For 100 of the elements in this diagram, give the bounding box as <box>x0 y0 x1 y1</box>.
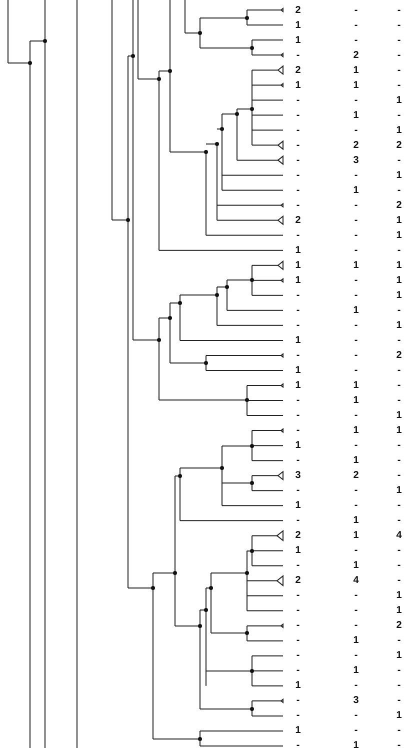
table-value: - <box>353 485 359 496</box>
table-value: - <box>295 650 301 662</box>
table-value: - <box>295 485 301 496</box>
table-value: 1 <box>352 740 360 752</box>
table-value: 1 <box>395 260 403 271</box>
table-value: - <box>396 515 402 526</box>
table-value: - <box>295 170 301 181</box>
table-value: 3 <box>352 695 360 706</box>
table-value: 1 <box>395 320 403 331</box>
table-value: 2 <box>294 64 302 76</box>
table-value: 1 <box>352 515 360 526</box>
table-value: 1 <box>294 80 302 91</box>
table-value: 3 <box>352 154 360 166</box>
table-value: 1 <box>352 80 360 91</box>
table-value: - <box>396 665 402 676</box>
table-value: - <box>396 740 402 752</box>
table-value: 2 <box>395 350 403 361</box>
table-value: - <box>396 334 402 346</box>
table-value: 1 <box>294 244 302 256</box>
table-value: - <box>396 440 402 452</box>
table-value: 1 <box>395 710 403 722</box>
table-value: 1 <box>395 650 403 662</box>
table-value: - <box>353 620 359 632</box>
table-value: 1 <box>294 274 302 286</box>
table-value: 1 <box>294 500 302 512</box>
table-value: - <box>396 110 402 121</box>
table-value: - <box>396 395 402 406</box>
table-value: - <box>353 605 359 616</box>
table-value: 1 <box>395 94 403 106</box>
table-value: - <box>396 575 402 586</box>
table-value: 2 <box>294 530 302 542</box>
table-value: - <box>353 725 359 736</box>
table-value: - <box>396 500 402 512</box>
table-value: 1 <box>352 64 360 76</box>
table-value: - <box>396 455 402 466</box>
table-value: 1 <box>294 34 302 46</box>
table-value: - <box>353 124 359 136</box>
table-value: - <box>353 545 359 556</box>
table-value: - <box>295 665 301 676</box>
table-value: 1 <box>294 380 302 391</box>
table-value: - <box>396 20 402 31</box>
table-value: 2 <box>294 214 302 226</box>
table-value: - <box>396 725 402 736</box>
table-value: - <box>396 304 402 316</box>
table-value: 2 <box>352 140 360 151</box>
table-value: 1 <box>294 545 302 556</box>
table-value: - <box>295 635 301 646</box>
table-value: - <box>396 244 402 256</box>
table-value: - <box>295 515 301 526</box>
table-value: 1 <box>395 410 403 422</box>
table-value: - <box>396 695 402 706</box>
table-value: 2 <box>294 575 302 586</box>
table-value: - <box>353 350 359 361</box>
table-value: 1 <box>352 635 360 646</box>
table-value: 2 <box>395 620 403 632</box>
table-value: - <box>353 290 359 301</box>
table-value: 1 <box>352 665 360 676</box>
table-value: - <box>396 64 402 76</box>
table-value: - <box>353 650 359 662</box>
table-value: 2 <box>352 50 360 61</box>
table-value: - <box>295 350 301 361</box>
table-value: - <box>295 320 301 331</box>
table-value: 1 <box>294 364 302 376</box>
table-value: - <box>295 455 301 466</box>
table-value: 1 <box>395 214 403 226</box>
table-value: - <box>396 680 402 692</box>
table-value: 1 <box>395 290 403 301</box>
table-value: - <box>295 410 301 422</box>
table-value: - <box>295 154 301 166</box>
table-value: - <box>295 605 301 616</box>
table-value: 1 <box>352 260 360 271</box>
table-value: 1 <box>352 304 360 316</box>
table-value: - <box>396 184 402 196</box>
table-value: - <box>353 590 359 602</box>
table-value: - <box>353 364 359 376</box>
table-value: 1 <box>395 170 403 181</box>
table-value: 1 <box>352 560 360 572</box>
table-value: 4 <box>395 530 403 542</box>
table-value: - <box>353 214 359 226</box>
table-value: 1 <box>352 455 360 466</box>
table-value: - <box>396 50 402 61</box>
table-value: - <box>295 620 301 632</box>
table-value: 1 <box>294 680 302 692</box>
table-value: - <box>353 4 359 16</box>
table-value: 2 <box>352 470 360 482</box>
table-value: 1 <box>294 440 302 452</box>
table-value: - <box>353 200 359 211</box>
table-value: - <box>396 560 402 572</box>
table-value: 2 <box>395 140 403 151</box>
table-value: - <box>353 244 359 256</box>
table-value: 4 <box>352 575 360 586</box>
table-value: 1 <box>352 425 360 436</box>
table-value: 1 <box>395 124 403 136</box>
table-value: - <box>295 304 301 316</box>
table-value: - <box>353 500 359 512</box>
table-value: - <box>295 200 301 211</box>
table-value: 1 <box>395 605 403 616</box>
table-value: 1 <box>352 184 360 196</box>
table-value: 1 <box>395 590 403 602</box>
table-value: - <box>295 184 301 196</box>
